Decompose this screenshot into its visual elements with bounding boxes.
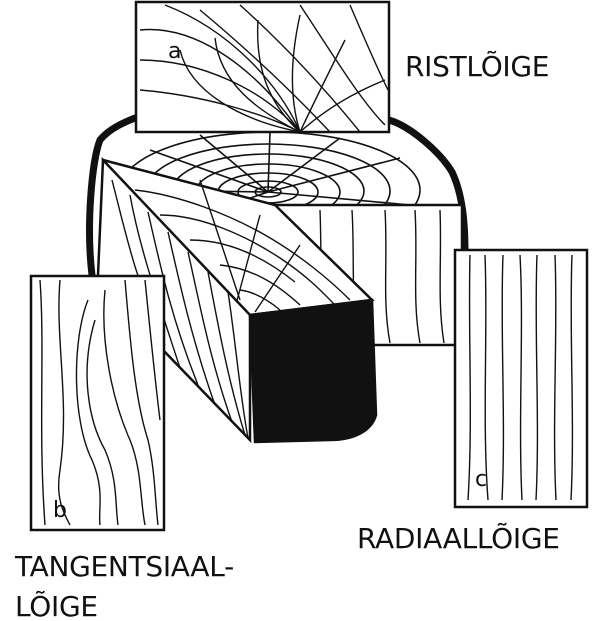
beam-left-face — [96, 157, 252, 444]
panel-b-label: b — [53, 498, 67, 523]
tangential-section-caption-line1: TANGENTSIAAL- — [15, 550, 234, 583]
panel-c-label: c — [475, 467, 488, 492]
beam-end-grain-dark — [248, 298, 378, 444]
cross-section-caption: RISTLÕIGE — [405, 50, 550, 83]
radial-section-caption: RADIAALLÕIGE — [357, 522, 560, 555]
tangential-section-caption-line2: LÕIGE — [15, 590, 98, 621]
panel-a-label: a — [168, 39, 182, 64]
panel-c-radial-section — [453, 248, 589, 509]
panel-b-tangential-section — [29, 274, 166, 532]
panel-a-cross-section — [134, 0, 391, 134]
